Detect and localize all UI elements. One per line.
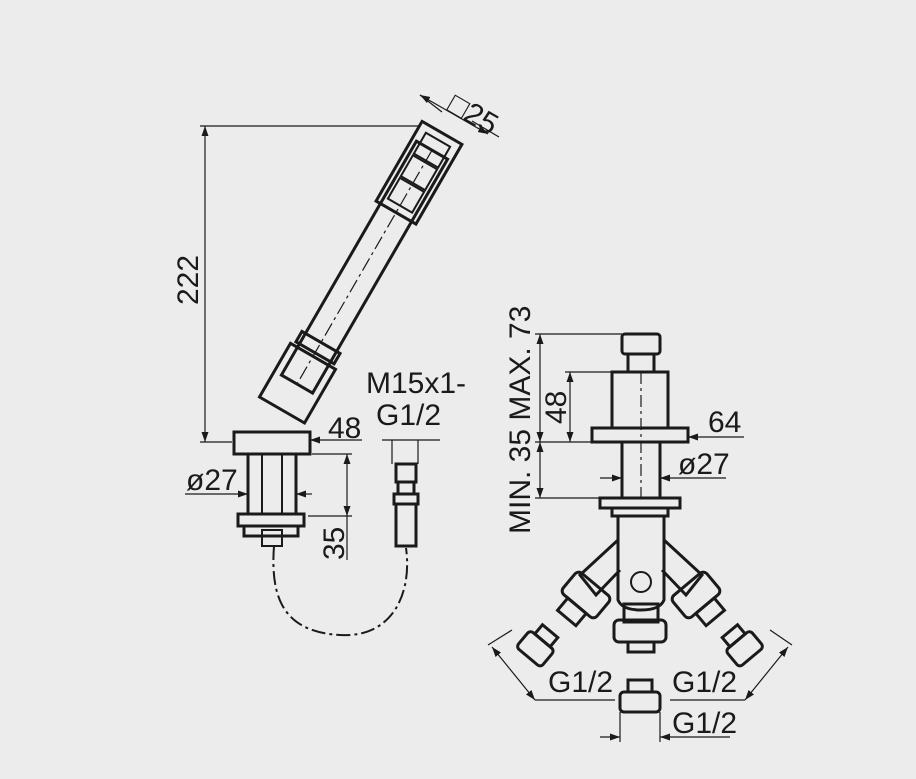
flange-64-label: 64 <box>708 406 741 439</box>
g12-bottom-label: G1/2 <box>672 707 737 740</box>
height-222-label: 222 <box>172 255 205 305</box>
thread-label: M15x1- <box>366 367 466 400</box>
flange-48-label: 48 <box>328 412 361 445</box>
thread-label-2: G1/2 <box>376 399 441 432</box>
dia-27-right-label: ø27 <box>678 448 730 481</box>
height-48-right-label: 48 <box>540 391 573 424</box>
height-35-label: 35 <box>318 527 351 560</box>
g12-right-label: G1/2 <box>672 666 737 699</box>
g12-left-label: G1/2 <box>548 666 613 699</box>
minmax-label: MIN. 35 MAX. 73 <box>504 306 537 534</box>
diverter-drawing: G1/2 G1/2 G1/2 MIN. 35 MAX. 73 48 64 ø27 <box>487 306 793 742</box>
hand-shower-drawing: □25 222 48 ø27 35 M15x1- G1/2 <box>172 87 504 637</box>
dia-27-left-label: ø27 <box>186 464 238 497</box>
